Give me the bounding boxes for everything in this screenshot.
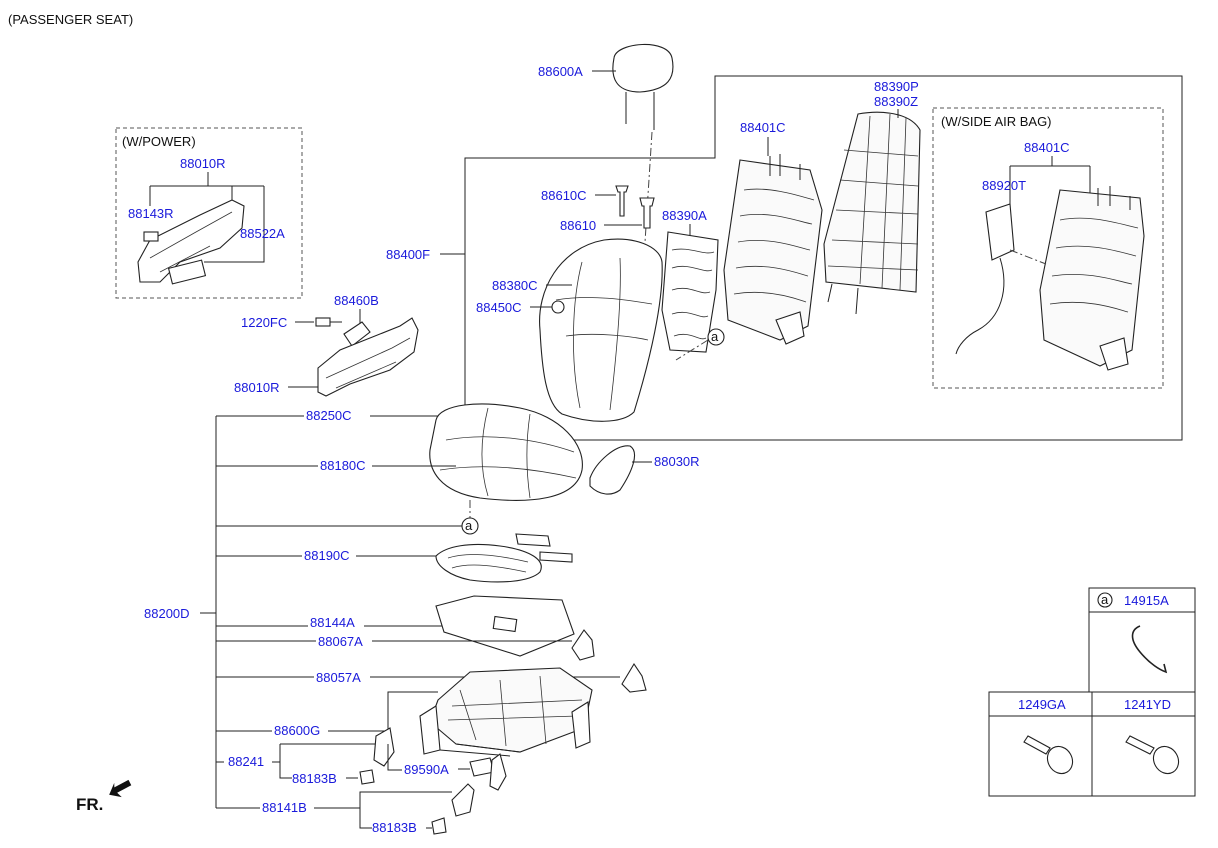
legend-part-1249GA[interactable]: 1249GA (1018, 697, 1066, 712)
back-board-drawing (823, 111, 921, 315)
heater-drawing (435, 533, 573, 583)
callout-a-back-label: a (711, 329, 719, 344)
seat-back-cover-drawing (539, 238, 663, 422)
part-88920T[interactable]: 88920T (982, 178, 1026, 193)
part-88610C[interactable]: 88610C (541, 188, 587, 203)
back-pad-marker (551, 300, 565, 314)
part-88010R-shield[interactable]: 88010R (234, 380, 280, 395)
leg-88141B-drawing (451, 783, 475, 817)
clip-14915A-drawing (1131, 625, 1168, 674)
leg-88241-drawing (373, 727, 395, 767)
part-88144A[interactable]: 88144A (310, 615, 355, 630)
leader-88141B (216, 791, 452, 829)
back-pad-drawing (661, 231, 719, 353)
mat-drawing (435, 595, 575, 657)
part-88200D[interactable]: 88200D (144, 606, 190, 621)
legend-part-1241YD[interactable]: 1241YD (1124, 697, 1171, 712)
seat-frame-drawing (419, 667, 593, 757)
headrest-drawing (612, 43, 674, 130)
part-88450C[interactable]: 88450C (476, 300, 522, 315)
front-direction-label: FR. (76, 795, 103, 814)
leader-89590A-a (387, 744, 402, 771)
leader-side-group (1009, 156, 1091, 204)
part-88390Z[interactable]: 88390Z (874, 94, 918, 109)
part-88241[interactable]: 88241 (228, 754, 264, 769)
guide-drawing (639, 197, 655, 229)
diagram-title: (PASSENGER SEAT) (8, 12, 133, 27)
leader-88241-b (272, 743, 376, 779)
part-88390P[interactable]: 88390P (874, 79, 919, 94)
part-88183B-1[interactable]: 88183B (292, 771, 337, 786)
part-88400F[interactable]: 88400F (386, 247, 430, 262)
part-88190C[interactable]: 88190C (304, 548, 350, 563)
callout-a-back-axis (675, 339, 709, 361)
callout-a-cushion-label: a (465, 518, 473, 533)
bracket-88057A-drawing (621, 662, 647, 693)
w-side-air-bag-label: (W/SIDE AIR BAG) (941, 114, 1052, 129)
part-88401C-side[interactable]: 88401C (1024, 140, 1070, 155)
w-power-box (115, 127, 303, 299)
cap-88183B-1-drawing (359, 769, 375, 785)
knob-drawing (343, 321, 371, 347)
part-88010R-power[interactable]: 88010R (180, 156, 226, 171)
part-88380C[interactable]: 88380C (492, 278, 538, 293)
legend-callout-a-label: a (1101, 592, 1109, 607)
callout-a-back (707, 328, 725, 346)
part-88522A[interactable]: 88522A (240, 226, 285, 241)
legend-part-14915A[interactable]: 14915A (1124, 593, 1169, 608)
guide-c-drawing (615, 185, 629, 217)
w-side-air-bag-box (932, 107, 1164, 389)
part-88030R[interactable]: 88030R (654, 454, 700, 469)
part-88057A[interactable]: 88057A (316, 670, 361, 685)
part-88067A[interactable]: 88067A (318, 634, 363, 649)
cap-88183B-2-drawing (431, 817, 447, 835)
legend-callout-a (1097, 592, 1113, 608)
screw-1241YD-drawing (1125, 735, 1180, 775)
callout-a-cushion (461, 517, 479, 535)
part-88141B[interactable]: 88141B (262, 800, 307, 815)
part-88390A[interactable]: 88390A (662, 208, 707, 223)
part-88250C[interactable]: 88250C (306, 408, 352, 423)
w-power-label: (W/POWER) (122, 134, 196, 149)
part-88183B-2[interactable]: 88183B (372, 820, 417, 835)
bracket-88067A-drawing (571, 629, 595, 661)
cushion-cover-drawing (429, 403, 583, 501)
part-1220FC[interactable]: 1220FC (241, 315, 287, 330)
side-airbag-frame-drawing (955, 186, 1145, 371)
legend-table (988, 587, 1196, 797)
screw-1220FC-drawing (315, 317, 342, 327)
part-88600G[interactable]: 88600G (274, 723, 320, 738)
back-frame-drawing (723, 154, 823, 345)
w-power-leader (149, 172, 265, 263)
part-88401C-back[interactable]: 88401C (740, 120, 786, 135)
sensor-89590A-drawing (469, 753, 507, 791)
leader-88600G (216, 691, 438, 732)
screw-1249GA-drawing (1023, 735, 1074, 775)
part-88143R[interactable]: 88143R (128, 206, 174, 221)
shield-drawing (317, 317, 419, 397)
part-88610[interactable]: 88610 (560, 218, 596, 233)
power-side-cover-drawing (137, 199, 245, 285)
part-88600A[interactable]: 88600A (538, 64, 583, 79)
side-cover-drawing (589, 445, 635, 495)
part-88460B[interactable]: 88460B (334, 293, 379, 308)
part-89590A[interactable]: 89590A (404, 762, 449, 777)
part-88180C[interactable]: 88180C (320, 458, 366, 473)
front-arrow-icon (109, 779, 132, 798)
headrest-axis (643, 131, 653, 259)
